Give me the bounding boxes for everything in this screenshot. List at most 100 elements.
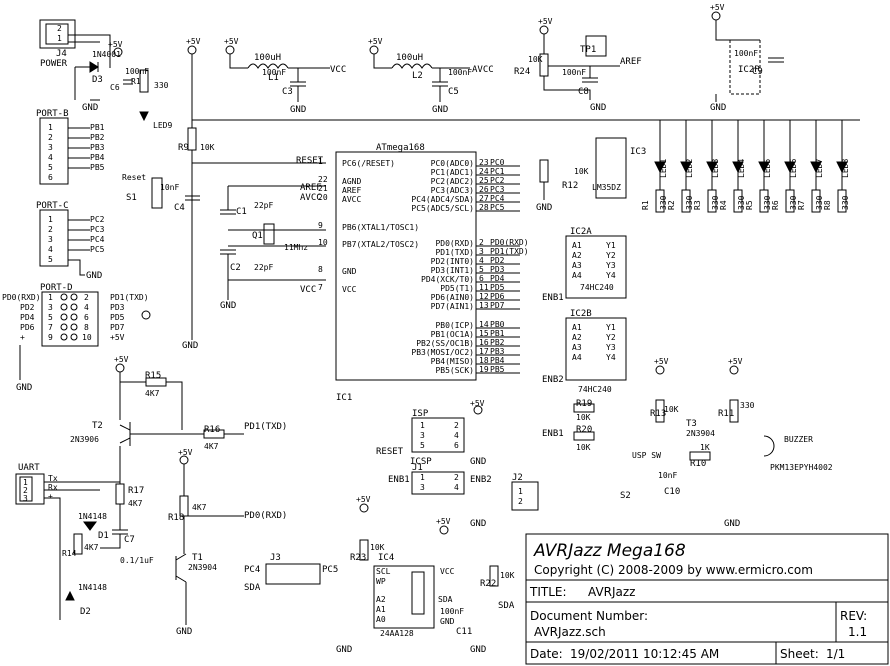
mcu-pin-name: PC1(ADC1) <box>431 168 474 177</box>
svg-text:24AA128: 24AA128 <box>380 629 414 638</box>
svg-text:R12: R12 <box>562 181 578 191</box>
svg-text:A3: A3 <box>572 343 582 352</box>
resistor-value: 330 <box>841 195 850 210</box>
mcu-pin-name: PB2(SS/OC1B) <box>416 339 474 348</box>
resistor-r5 <box>759 189 769 213</box>
mcu-net-label: PD0(RXD) <box>490 238 529 247</box>
ic2p-section: +5V IC2P GND 100nF C9 <box>710 3 784 113</box>
svg-text:IC1: IC1 <box>336 393 352 403</box>
svg-text:J3: J3 <box>270 553 281 563</box>
svg-text:PORT-D: PORT-D <box>40 283 73 293</box>
mcu-pin-number: 4 <box>479 256 484 265</box>
resistor-label: R4 <box>719 200 728 210</box>
svg-text:GND: GND <box>536 203 552 213</box>
svg-text:Y4: Y4 <box>606 353 616 362</box>
isp-header: ISP ICSP 135 246 RESET +5V GND <box>376 399 486 467</box>
mcu-pin-name: PD5(T1) <box>440 284 474 293</box>
svg-text:IC3: IC3 <box>630 147 646 157</box>
svg-text:GND: GND <box>336 645 352 655</box>
resistor-label: R5 <box>745 200 754 210</box>
svg-text:PORT-C: PORT-C <box>36 201 69 211</box>
svg-text:+5V: +5V <box>470 399 485 408</box>
svg-text:R16: R16 <box>204 425 220 435</box>
svg-text:GND: GND <box>590 103 606 113</box>
svg-text:R15: R15 <box>145 371 161 381</box>
resistor-r2 <box>681 189 691 213</box>
svg-text:GND: GND <box>82 103 98 113</box>
svg-text:Sheet:: Sheet: <box>780 647 819 661</box>
svg-text:1: 1 <box>48 215 53 224</box>
svg-text:J2: J2 <box>512 473 523 483</box>
svg-text:A0: A0 <box>376 615 386 624</box>
svg-text:PORT-B: PORT-B <box>36 109 69 119</box>
svg-text:5: 5 <box>420 441 425 450</box>
led-4-symbol <box>732 161 744 174</box>
svg-text:C10: C10 <box>664 487 680 497</box>
svg-text:1: 1 <box>23 478 28 487</box>
svg-text:22pF: 22pF <box>254 201 273 210</box>
svg-text:6: 6 <box>84 313 89 322</box>
mcu-pin-name: PB5(SCK) <box>435 366 474 375</box>
svg-text:PD7: PD7 <box>110 323 125 332</box>
svg-text:2: 2 <box>454 473 459 482</box>
mcu-net-label: PD6 <box>490 292 505 301</box>
svg-text:+: + <box>48 492 53 501</box>
mcu-pin-number: 19 <box>479 365 489 374</box>
svg-text:1K: 1K <box>700 443 710 452</box>
resistor-label: R8 <box>823 200 832 210</box>
reset-xtal-section: +5V R9 10K RESET Reset S1 10nF C4 GND AR… <box>122 37 326 351</box>
mcu-pin-name: PB3(MOSI/OC2) <box>411 348 474 357</box>
svg-text:+5V: +5V <box>538 17 553 26</box>
resistor-label: R1 <box>641 200 650 210</box>
svg-text:PKM13EPYH4002: PKM13EPYH4002 <box>770 463 833 472</box>
led-label: LED7 <box>815 159 824 178</box>
svg-text:1: 1 <box>420 421 425 430</box>
led-8-symbol <box>836 161 848 174</box>
svg-text:PC4: PC4 <box>244 565 260 575</box>
svg-text:GND: GND <box>440 617 455 626</box>
mcu-pin-number: 6 <box>479 274 484 283</box>
svg-text:+5V: +5V <box>710 3 725 12</box>
mcu-pin-name: PC5(ADC5/SCL) <box>411 204 474 213</box>
resistor-label: R2 <box>667 200 676 210</box>
svg-text:74HC240: 74HC240 <box>580 283 614 292</box>
svg-text:+5V: +5V <box>654 357 669 366</box>
led-3-symbol <box>706 161 718 174</box>
svg-text:R10: R10 <box>690 459 706 469</box>
svg-text:R1: R1 <box>131 77 141 86</box>
svg-text:Reset: Reset <box>122 173 146 182</box>
mcu-pin-name: PD4(XCK/T0) <box>421 275 474 284</box>
svg-text:AVCC: AVCC <box>472 65 494 75</box>
svg-text:Y2: Y2 <box>606 333 616 342</box>
mcu-pin-number: 7 <box>318 283 323 292</box>
svg-text:GND: GND <box>470 645 486 655</box>
led-label: LED2 <box>685 159 694 178</box>
mcu-pin-name: PB0(ICP) <box>435 321 474 330</box>
svg-text:10K: 10K <box>574 167 589 176</box>
title-block: AVRJazz Mega168 Copyright (C) 2008-2009 … <box>525 533 889 665</box>
mcu-net-label: PB4 <box>490 356 505 365</box>
svg-text:AVRJazz Mega168: AVRJazz Mega168 <box>533 541 686 561</box>
svg-text:1: 1 <box>48 123 53 132</box>
svg-text:PC2: PC2 <box>90 215 105 224</box>
svg-text:22pF: 22pF <box>254 263 273 272</box>
svg-text:100nF: 100nF <box>734 49 758 58</box>
svg-text:GND: GND <box>710 103 726 113</box>
mcu-pin-name: PD7(AIN1) <box>431 302 474 311</box>
svg-text:8: 8 <box>84 323 89 332</box>
svg-text:7: 7 <box>48 323 53 332</box>
svg-text:A2: A2 <box>572 251 582 260</box>
mcu-net-label: PC1 <box>490 167 505 176</box>
svg-text:+5V: +5V <box>436 517 451 526</box>
svg-text:Document Number:: Document Number: <box>530 609 648 623</box>
mcu-pin-name: GND <box>342 267 357 276</box>
svg-text:R23: R23 <box>350 553 366 563</box>
mcu-pin-number: 14 <box>479 320 489 329</box>
mcu-pin-name: PD2(INT0) <box>431 257 474 266</box>
svg-text:5: 5 <box>48 163 53 172</box>
resistor-value: 330 <box>789 195 798 210</box>
svg-text:4K7: 4K7 <box>145 389 160 398</box>
mcu-net-label: PB5 <box>490 365 505 374</box>
led-label: LED4 <box>737 159 746 178</box>
svg-text:ENB1: ENB1 <box>542 293 564 303</box>
